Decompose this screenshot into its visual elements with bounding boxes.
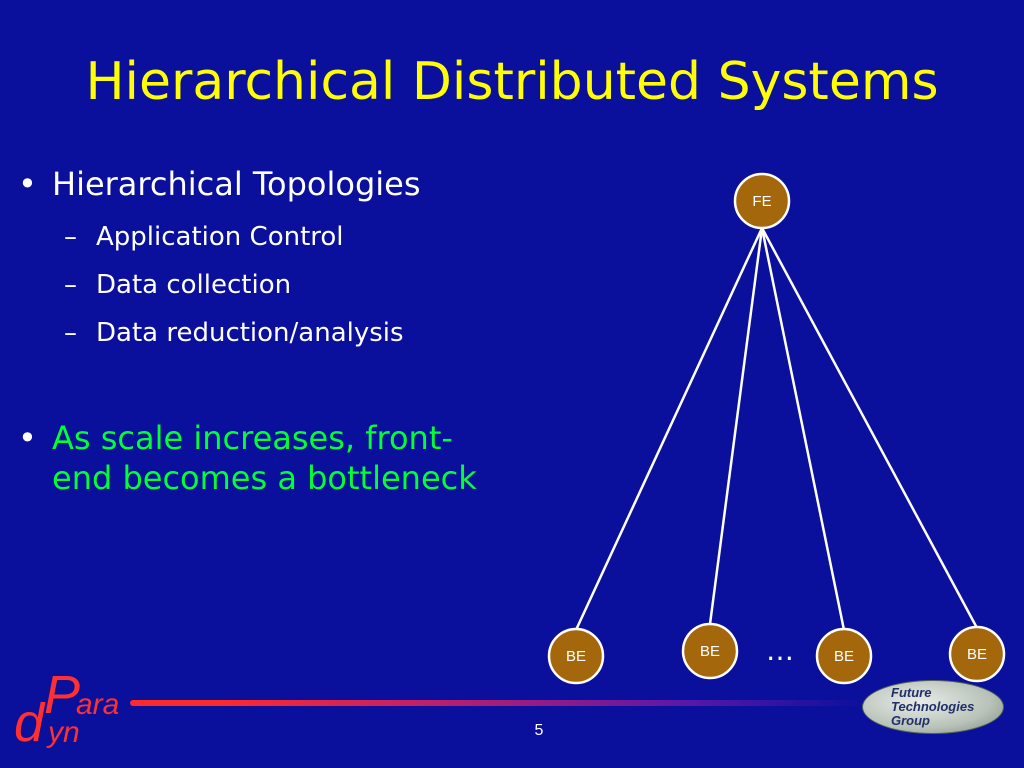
sub-bullet-text: Application Control xyxy=(96,222,344,252)
ftg-logo-line-3: Group xyxy=(891,713,930,728)
node-be-3-label: BE xyxy=(834,648,854,665)
edge-fe-be4 xyxy=(760,227,979,629)
paradyn-logo-p: P xyxy=(44,665,81,725)
bullet-bottleneck: • As scale increases, front- end becomes… xyxy=(18,418,477,498)
node-fe: FE xyxy=(733,172,791,230)
sub-bullet-data-reduction: – Data reduction/analysis xyxy=(64,316,404,350)
node-be-4: BE xyxy=(948,625,1006,683)
sub-bullet-application-control: – Application Control xyxy=(64,220,344,254)
sub-bullet-data-collection: – Data collection xyxy=(64,268,292,302)
sub-bullet-dash: – xyxy=(64,222,77,252)
node-be-4-label: BE xyxy=(967,646,987,663)
bullet-dot: • xyxy=(18,419,37,457)
node-be-3: BE xyxy=(815,627,873,685)
node-fe-label: FE xyxy=(752,193,771,210)
node-be-1-label: BE xyxy=(566,648,586,665)
paradyn-logo-yn: yn xyxy=(48,716,80,749)
paradyn-logo: P ara d yn xyxy=(14,665,129,753)
edge-fe-be1 xyxy=(574,227,764,631)
ellipsis: … xyxy=(766,634,794,667)
bullet-line-1: As scale increases, front- xyxy=(52,419,453,457)
edge-fe-be2 xyxy=(708,227,764,625)
node-be-1: BE xyxy=(547,627,605,685)
bullet-line-2: end becomes a bottleneck xyxy=(52,459,477,497)
ftg-logo-line-2: Technologies xyxy=(891,699,975,714)
bullet-text: Hierarchical Topologies xyxy=(52,165,421,203)
node-be-2-label: BE xyxy=(700,643,720,660)
edge-fe-be3 xyxy=(760,227,846,631)
sub-bullet-dash: – xyxy=(64,318,77,348)
bullet-hierarchical-topologies: • Hierarchical Topologies xyxy=(18,164,421,204)
page-number: 5 xyxy=(534,722,544,739)
footer-divider-line xyxy=(130,700,870,706)
node-be-2: BE xyxy=(681,622,739,680)
future-technologies-group-logo: Future Technologies Group xyxy=(862,680,1004,734)
paradyn-logo-d: d xyxy=(14,693,45,753)
slide-title: Hierarchical Distributed Systems xyxy=(85,52,939,112)
sub-bullet-text: Data collection xyxy=(96,270,292,300)
sub-bullet-dash: – xyxy=(64,270,77,300)
bullet-dot: • xyxy=(18,165,37,203)
sub-bullet-text: Data reduction/analysis xyxy=(96,318,404,348)
ftg-logo-line-1: Future xyxy=(891,685,932,700)
paradyn-logo-ara: ara xyxy=(76,688,120,721)
